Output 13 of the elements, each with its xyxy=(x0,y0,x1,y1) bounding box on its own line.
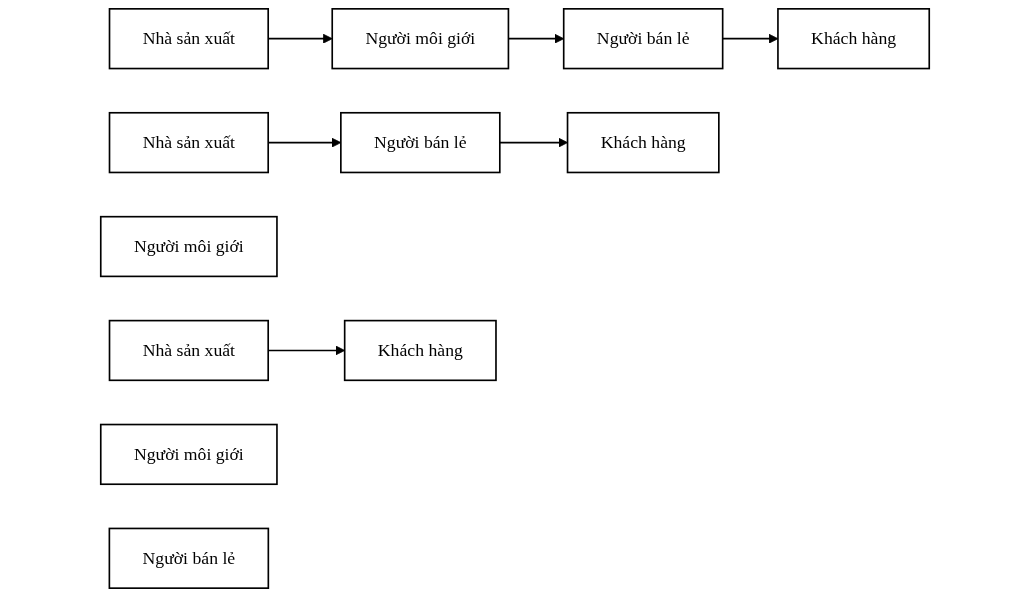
node-box: Khách hàng xyxy=(566,111,720,174)
node-box: Người môi giới xyxy=(99,215,278,278)
node-box: Người bán lẻ xyxy=(562,8,724,70)
node-box: Người bán lẻ xyxy=(340,111,501,174)
node-box: Người bán lẻ xyxy=(108,527,270,589)
node-box: Nhà sản xuất xyxy=(108,8,269,70)
node-box: Khách hàng xyxy=(343,319,497,382)
node-box: Nhà sản xuất xyxy=(108,319,269,382)
node-box: Nhà sản xuất xyxy=(108,111,269,174)
node-box: Người môi giới xyxy=(99,423,278,486)
arrow xyxy=(499,137,568,148)
node-box: Người môi giới xyxy=(331,8,510,70)
node-box: Khách hàng xyxy=(777,8,931,70)
